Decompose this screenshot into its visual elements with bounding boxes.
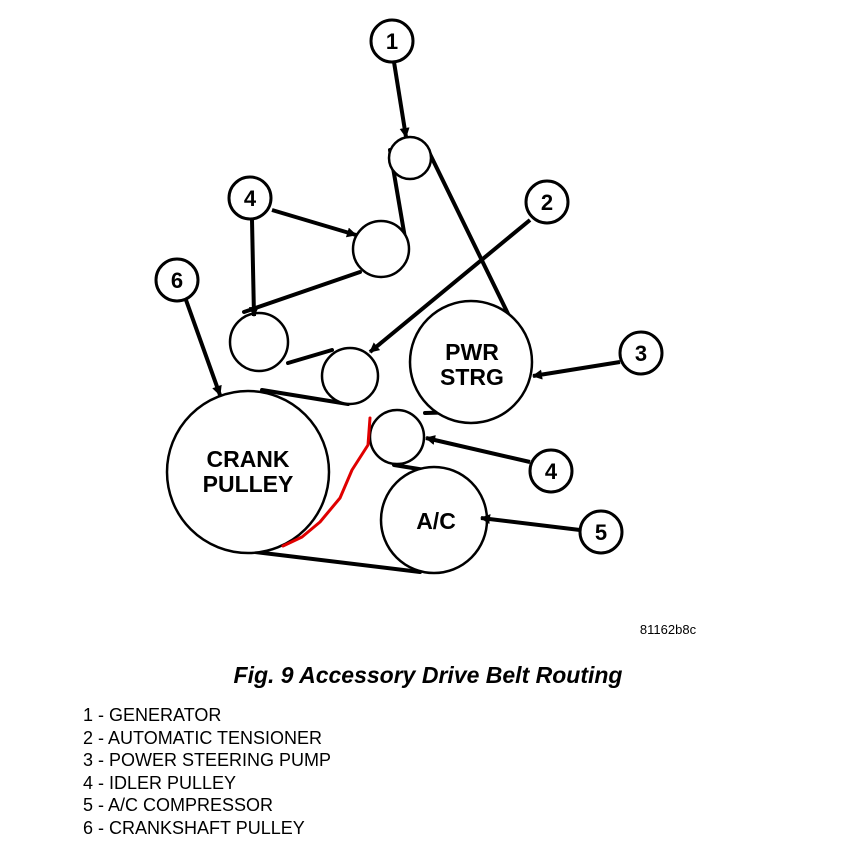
- legend-list: 1 - GENERATOR 2 - AUTOMATIC TENSIONER 3 …: [83, 704, 331, 839]
- callout-3-number: 3: [635, 341, 647, 366]
- callout-4-arrow-upper: [271, 208, 357, 238]
- callout-6-arrow: [184, 299, 222, 396]
- callout-4-circle-upper: [227, 175, 273, 221]
- power-steering-pulley: [408, 299, 534, 425]
- crank-pulley-label-line2: PULLEY: [203, 471, 294, 497]
- pwr-strg-label-line2: STRG: [440, 364, 504, 390]
- belt-segment: [242, 270, 362, 314]
- idler-pulley-left: [228, 311, 290, 373]
- crank-pulley-label-line1: CRANK: [206, 446, 289, 472]
- belt-segment: [286, 348, 334, 365]
- callout-5-number: 5: [595, 520, 607, 545]
- legend-item: 1 - GENERATOR: [83, 705, 222, 725]
- callout-4-circle-lower: [528, 448, 574, 494]
- callout-1-arrow: [392, 61, 410, 138]
- callout-3-circle: [618, 330, 664, 376]
- legend-item: 5 - A/C COMPRESSOR: [83, 795, 274, 815]
- ac-label: A/C: [416, 508, 456, 534]
- belt-segment: [260, 388, 350, 406]
- belt-segment: [253, 550, 422, 574]
- legend-item: 4 - IDLER PULLEY: [83, 772, 237, 793]
- callout-5-arrow: [480, 514, 581, 532]
- red-annotation-line: [281, 416, 372, 548]
- callout-1-number: 1: [386, 29, 398, 54]
- callout-2-arrow: [368, 218, 532, 354]
- belt-routing-diagram: PWR STRG CRANK PULLEY A/C 1 2 3 4 4 5 6 …: [154, 18, 697, 637]
- legend-item: 6 - CRANKSHAFT PULLEY: [83, 817, 305, 838]
- idler-pulley-upper: [351, 219, 411, 279]
- pwr-strg-label-line1: PWR: [445, 339, 499, 365]
- callout-4-arrow-lower: [425, 435, 531, 464]
- callout-4-number-upper: 4: [244, 186, 257, 211]
- callout-6-number: 6: [171, 268, 183, 293]
- belt-segment: [426, 148, 514, 324]
- callout-2-circle: [524, 179, 570, 225]
- callout-4-number-lower: 4: [545, 459, 558, 484]
- figure-code: 81162b8c: [640, 622, 697, 637]
- generator-pulley: [387, 135, 433, 181]
- tensioner-pulley: [320, 346, 380, 406]
- callout-2-number: 2: [541, 190, 553, 215]
- callout-1-circle: [369, 18, 415, 64]
- legend-item: 3 - POWER STEERING PUMP: [83, 750, 332, 770]
- crankshaft-pulley: [165, 389, 331, 555]
- figure-caption: Fig. 9 Accessory Drive Belt Routing: [233, 662, 623, 688]
- callout-4-arrow-left: [248, 219, 259, 317]
- callout-5-circle: [578, 509, 624, 555]
- drive-belt: [242, 148, 514, 574]
- legend-item: 2 - AUTOMATIC TENSIONER: [83, 727, 323, 748]
- callout-3-arrow: [532, 360, 621, 380]
- idler-pulley-lower: [368, 408, 426, 466]
- callout-6-circle: [154, 257, 200, 303]
